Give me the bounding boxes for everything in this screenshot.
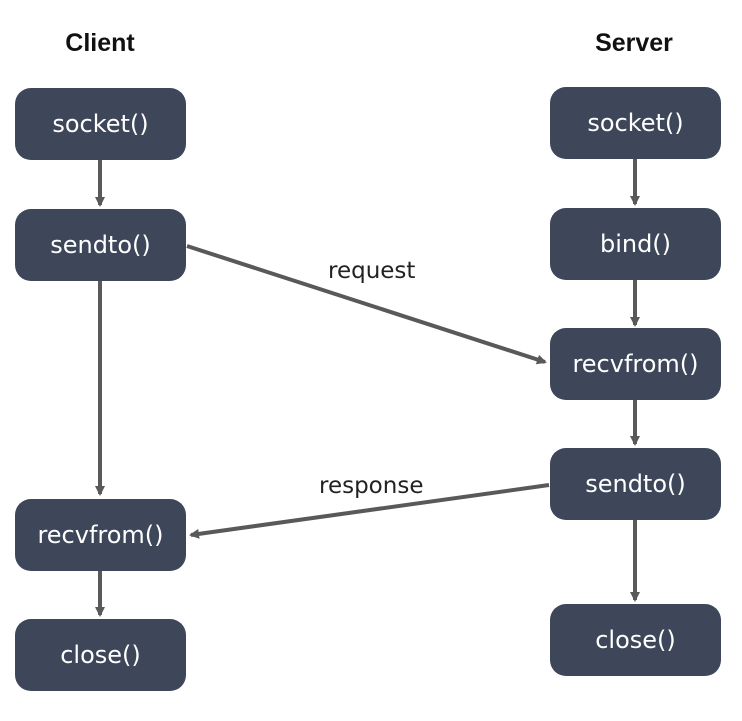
response-label: response bbox=[319, 473, 424, 499]
server-recvfrom-node: recvfrom() bbox=[550, 328, 721, 400]
server-socket-node: socket() bbox=[550, 87, 721, 159]
server-sendto-node: sendto() bbox=[550, 448, 721, 520]
server-title: Server bbox=[595, 29, 673, 57]
client-socket-node: socket() bbox=[15, 88, 186, 160]
arrow-request bbox=[186, 244, 547, 365]
client-sendto-node: sendto() bbox=[15, 209, 186, 281]
client-title: Client bbox=[65, 29, 135, 57]
client-close-node: close() bbox=[15, 619, 186, 691]
server-close-node: close() bbox=[550, 604, 721, 676]
server-bind-node: bind() bbox=[550, 208, 721, 280]
arrow-response bbox=[189, 483, 550, 539]
client-recvfrom-node: recvfrom() bbox=[15, 499, 186, 571]
request-label: request bbox=[328, 258, 416, 284]
